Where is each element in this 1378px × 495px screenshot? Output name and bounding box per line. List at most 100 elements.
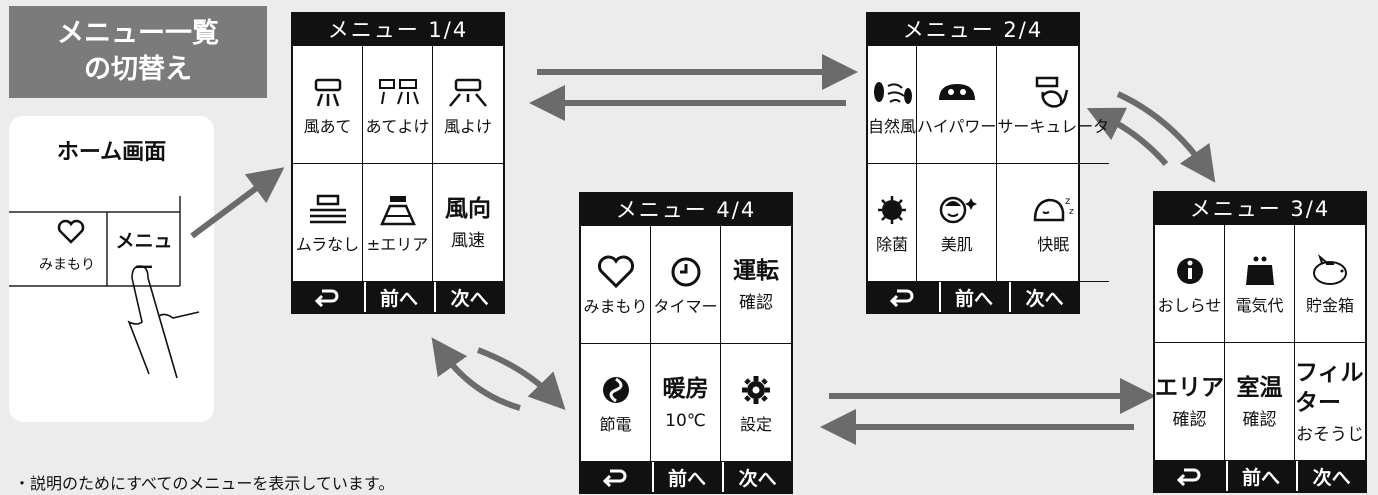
back-arrow-icon (890, 289, 914, 307)
avoid-wind-icon (376, 73, 420, 111)
arrow-3-to-2 (1086, 107, 1169, 166)
back-arrow-icon (315, 289, 339, 307)
menu-item[interactable]: 貯金箱 (1295, 225, 1365, 343)
footnote: ・説明のためにすべてのメニューを表示しています。 (14, 474, 395, 493)
menu-item[interactable]: フィルターおそうじ (1295, 343, 1365, 461)
even-air-icon (306, 191, 350, 229)
wind-shield-icon (446, 73, 490, 111)
clock-icon (664, 253, 708, 291)
menu-item[interactable]: 電気代 (1225, 225, 1295, 343)
power-save-icon (594, 371, 638, 409)
direct-wind-icon (306, 73, 350, 111)
back-button[interactable] (581, 462, 650, 492)
svg-text:z: z (1065, 196, 1070, 207)
menu-item[interactable]: 節電 (581, 344, 651, 462)
pointing-hand-icon (127, 265, 200, 379)
next-button[interactable]: 次へ (722, 462, 791, 492)
menu-item[interactable]: 自然風 (868, 46, 918, 164)
prev-button[interactable]: 前へ (1225, 461, 1295, 491)
menu-item-label: 快眠 (1037, 234, 1070, 254)
prev-button[interactable]: 前へ (651, 462, 721, 492)
high-power-icon (935, 73, 979, 111)
menu-item-sub-label: 確認 (1172, 409, 1207, 430)
menu-item-label: 除菌 (876, 234, 909, 254)
menu-item[interactable]: 運転確認 (721, 226, 791, 344)
home-menu-button[interactable]: メニュー (115, 230, 173, 279)
menu-item[interactable]: みまもり (581, 226, 651, 344)
svg-text:z: z (1069, 207, 1074, 217)
next-button[interactable]: 次へ (1296, 461, 1365, 491)
back-button[interactable] (868, 282, 937, 312)
menu-item-label: 設定 (739, 414, 772, 434)
home-screen-card: ホーム画面 みまもり メニュー (9, 116, 214, 422)
natural-wind-icon (870, 73, 914, 111)
menu-item-label: おしらせ (1157, 295, 1222, 315)
back-arrow-icon (1177, 468, 1201, 486)
menu-item-label: みまもり (583, 296, 648, 316)
menu-item[interactable]: 設定 (721, 344, 791, 462)
badge-line-1: メニュー一覧 (57, 18, 219, 49)
purse-icon (1238, 252, 1282, 290)
menu-item[interactable]: 美肌 (917, 164, 998, 282)
menu-item-label: 節電 (599, 414, 632, 434)
menu-item-label: 風あて (303, 116, 352, 136)
menu-item[interactable]: 風よけ (433, 46, 503, 164)
menu-grid: おしらせ電気代貯金箱エリア確認室温確認フィルターおそうじ (1155, 225, 1365, 461)
menu-item-label: ハイパワー (917, 116, 997, 136)
prev-button[interactable]: 前へ (938, 282, 1008, 312)
menu-item[interactable]: タイマー (651, 226, 721, 344)
menu-item-sub-label: 風速 (451, 230, 485, 251)
menu-item-main-label: 暖房 (662, 375, 709, 402)
menu-item[interactable]: ムラなし (293, 164, 363, 282)
heart-icon (57, 219, 85, 244)
prev-button[interactable]: 前へ (363, 282, 433, 312)
menu-item-label: 美肌 (940, 234, 973, 254)
menu-item-main-label: エリア (1155, 374, 1224, 401)
heart-icon (594, 253, 638, 291)
next-button[interactable]: 次へ (1009, 282, 1078, 312)
menu-item-label: ±エリア (366, 234, 429, 254)
menu-item-sub-label: 10℃ (665, 410, 706, 431)
menu-item[interactable]: 室温確認 (1225, 343, 1295, 461)
menu-item[interactable]: おしらせ (1155, 225, 1225, 343)
back-button[interactable] (1155, 461, 1224, 491)
back-arrow-icon (603, 469, 627, 487)
menu-item-sub-label: 確認 (1242, 409, 1277, 430)
panel-title: メニュー 2/4 (868, 14, 1078, 46)
menu-item[interactable]: サーキュレータ (997, 46, 1110, 164)
panel-nav-bar: 前へ次へ (1155, 461, 1365, 491)
menu-item-label: 風よけ (443, 116, 492, 136)
badge-line-2: の切替え (84, 54, 192, 85)
home-screen-illustration (9, 196, 200, 379)
area-icon (376, 191, 420, 229)
panel-nav-bar: 前へ次へ (581, 462, 791, 492)
menu-item-label: あてよけ (365, 116, 430, 136)
arrow-2-to-3 (1116, 91, 1216, 183)
next-button[interactable]: 次へ (434, 282, 503, 312)
arrow-home-to-menu1 (190, 167, 285, 239)
menu-item[interactable]: ±エリア (363, 164, 433, 282)
menu-item[interactable]: ハイパワー (917, 46, 998, 164)
menu-item-label: 貯金箱 (1305, 295, 1354, 315)
menu-item[interactable]: 除菌 (868, 164, 918, 282)
menu-item[interactable]: 風あて (293, 46, 363, 164)
arrow-4-to-1 (431, 337, 521, 411)
menu-item-label: 電気代 (1235, 295, 1284, 315)
menu-item[interactable]: 風向風速 (433, 164, 503, 282)
home-heart-label: みまもり (39, 257, 95, 273)
menu-item[interactable]: 暖房 10℃ (651, 344, 721, 462)
menu-item[interactable]: エリア確認 (1155, 343, 1225, 461)
menu-item-main-label: 室温 (1236, 374, 1283, 401)
menu-item-main-label: フィルター (1295, 359, 1364, 416)
menu-item[interactable]: あてよけ (363, 46, 433, 164)
menu-switch-badge: メニュー一覧 の切替え (9, 6, 267, 98)
back-button[interactable] (293, 282, 362, 312)
menu-item-label: 自然風 (868, 116, 917, 136)
menu-item-label: ムラなし (295, 234, 360, 254)
